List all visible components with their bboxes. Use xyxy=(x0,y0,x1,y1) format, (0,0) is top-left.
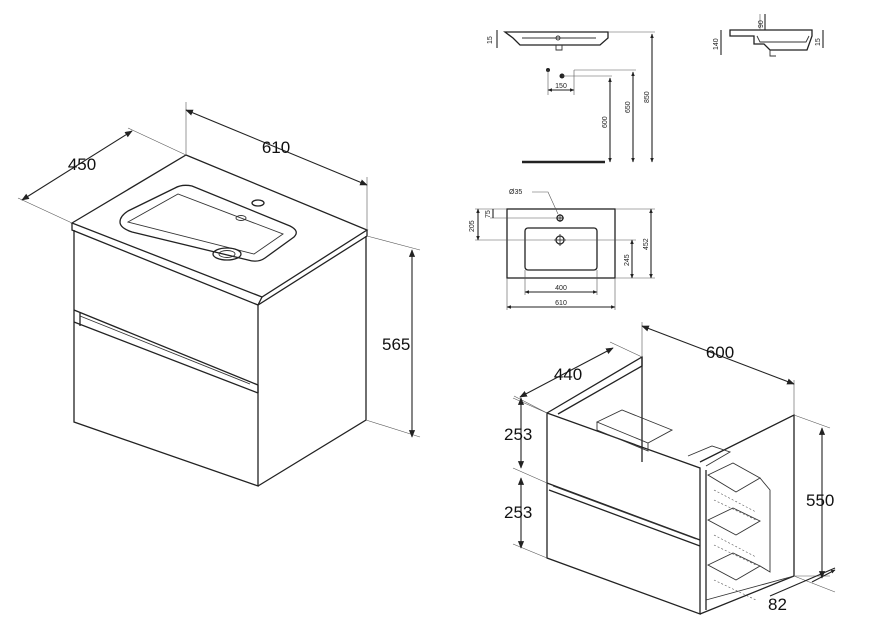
dim-label-400: 400 xyxy=(555,285,567,292)
dim-label-600-iso: 600 xyxy=(706,343,734,362)
drawer-top-bottom-edge xyxy=(73,309,259,386)
dim-label-82: 82 xyxy=(768,595,787,614)
side-shelf-3 xyxy=(707,552,761,581)
dim-label-253-top: 253 xyxy=(504,425,532,444)
drawer-split-1 xyxy=(546,482,701,541)
dim-label-450: 450 xyxy=(68,155,96,174)
dim-label-90: 90 xyxy=(758,20,765,28)
dim-label-150: 150 xyxy=(555,83,567,90)
dim-label-245: 245 xyxy=(624,254,631,266)
dim-line-450 xyxy=(21,130,133,201)
plan-view: Ø35 205 75 245 452 400 610 xyxy=(469,189,655,310)
basin-plan-bowl xyxy=(524,227,598,271)
basin-plan-outline xyxy=(506,208,616,279)
dim-label-140: 140 xyxy=(713,38,720,50)
dim-label-600: 600 xyxy=(602,116,609,128)
dim-label-15-profile: 15 xyxy=(815,38,822,46)
cabinet-front xyxy=(73,230,259,487)
dim-line-600 xyxy=(641,325,795,385)
basin-bowl-rim xyxy=(119,184,297,262)
carcass-right-top xyxy=(699,413,795,576)
dim-label-610: 610 xyxy=(262,138,290,157)
cabinet-side xyxy=(257,236,367,487)
carcass-right-bottom xyxy=(699,575,795,615)
dim-label-850: 850 xyxy=(644,91,651,103)
side-shelf-1 xyxy=(707,462,761,493)
drawer-split-2 xyxy=(548,489,701,547)
profile-section: 90 140 15 xyxy=(713,14,824,57)
tap-hole xyxy=(251,199,265,207)
dim-label-610-plan: 610 xyxy=(555,300,567,307)
drawer-gap-line xyxy=(79,315,251,385)
dim-label-205: 205 xyxy=(469,220,476,232)
countertop-top xyxy=(70,154,369,298)
countertop-edge xyxy=(71,223,368,306)
dim-label-15-side: 15 xyxy=(487,36,494,44)
dim-label-452: 452 xyxy=(643,238,650,250)
drain-outer xyxy=(212,247,242,261)
drawer-bottom-top-edge xyxy=(73,321,259,394)
drain-inner xyxy=(218,250,236,258)
interior-drawer-top xyxy=(595,409,674,444)
basin-bowl-inner xyxy=(126,193,284,255)
carcass-front-face xyxy=(546,412,701,615)
side-shelf-2 xyxy=(707,507,761,536)
dim-label-253-bottom: 253 xyxy=(504,503,532,522)
dim-label-440: 440 xyxy=(554,365,582,384)
dim-line-440 xyxy=(519,347,614,398)
dim-label-650: 650 xyxy=(625,101,632,113)
basin-section-profile xyxy=(729,29,813,51)
overflow-hole xyxy=(235,215,247,221)
iso-vanity-front: 610 450 565 xyxy=(17,102,421,487)
iso-carcass-back: 600 440 253 253 550 82 xyxy=(504,322,836,615)
dim-label-550: 550 xyxy=(806,491,834,510)
countertop-corner xyxy=(257,296,263,306)
dim-line-610 xyxy=(185,109,368,186)
side-elevation: 15 150 600 650 850 xyxy=(487,30,655,164)
dim-label-565: 565 xyxy=(382,335,410,354)
dim-label-tap-diameter: Ø35 xyxy=(509,189,522,196)
dim-label-75: 75 xyxy=(485,210,492,218)
